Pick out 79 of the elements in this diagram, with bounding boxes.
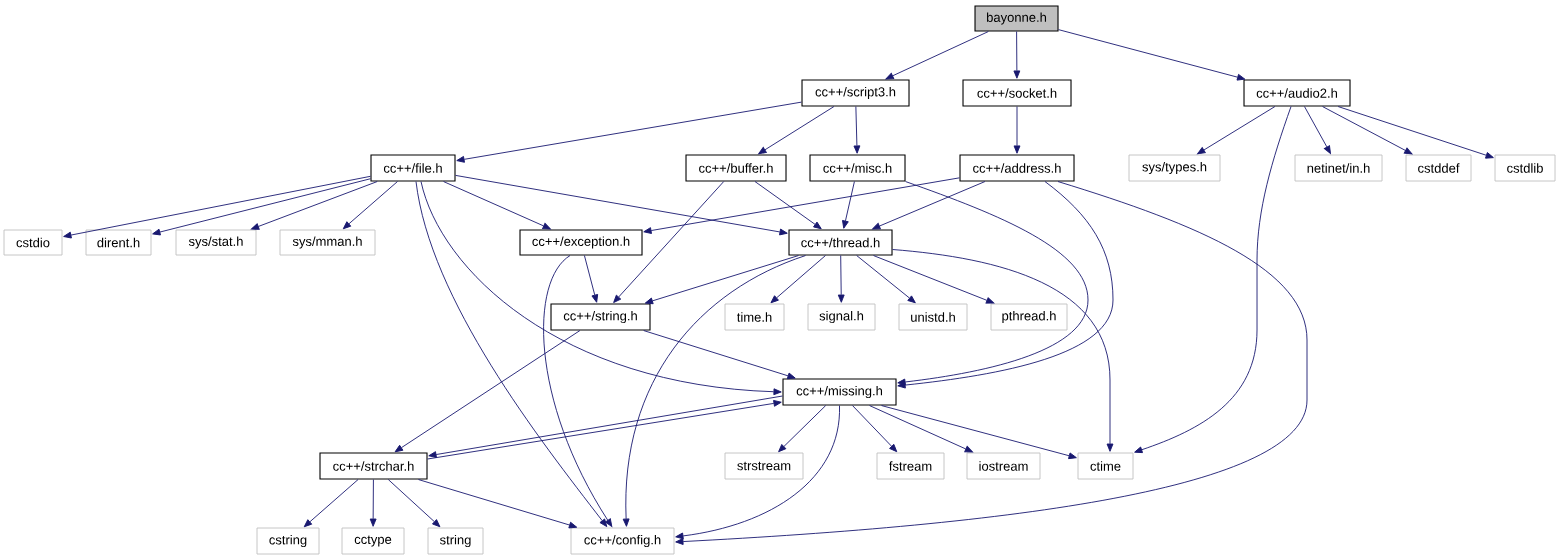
arrow [853,106,861,154]
arrow [856,255,916,304]
arrow [644,255,799,305]
arrow [394,330,581,453]
arrow [892,249,1114,452]
arrow [770,255,826,304]
external-file-box: time.h [724,303,785,331]
arrow [342,181,398,230]
arrow [885,31,989,80]
external-file-box: fstream [876,452,945,480]
arrow [543,255,613,527]
arrow [837,255,845,303]
external-file-box: cstdlib [1494,154,1556,182]
external-file-box: cctype [341,527,405,555]
arrow [842,181,855,229]
arrow [443,181,551,230]
root-file-box: bayonne.h [974,5,1059,32]
arrow [869,405,974,453]
external-file-box: pthread.h [990,303,1068,331]
external-file-box: netinet/in.h [1294,154,1383,182]
arrow [455,174,788,236]
arrow [387,479,441,528]
arrow [675,405,840,540]
file-box: cc++/audio2.h [1243,79,1351,107]
external-file-box: cstring [256,527,320,555]
file-box: cc++/exception.h [519,229,643,256]
file-box: cc++/file.h [370,154,456,182]
arrow [758,106,835,155]
arrow [1337,106,1494,159]
file-box: cc++/thread.h [788,229,893,256]
file-box: cc++/address.h [959,154,1075,182]
arrow [369,479,377,527]
arrow [1058,29,1246,81]
file-box: cc++/buffer.h [685,154,787,182]
arrow [583,255,599,303]
file-box: cc++/strchar.h [319,452,428,480]
arrow [1013,31,1021,79]
arrow [1134,106,1292,454]
arrow [1013,106,1021,154]
arrow [418,479,578,529]
file-box: cc++/missing.h [782,378,897,406]
external-file-box: iostream [966,452,1041,480]
external-file-box: sys/types.h [1128,154,1221,182]
arrow [152,178,371,236]
arrow [754,181,822,230]
external-file-box: cstdio [3,229,63,256]
arrow [250,181,378,230]
arrow [303,479,359,528]
file-box: cc++/string.h [550,303,651,331]
arrow [1322,106,1413,155]
arrow [675,181,1308,545]
arrow [1197,106,1276,155]
external-file-box: ctime [1077,452,1134,480]
arrow [643,330,796,380]
arrow [643,177,960,234]
external-file-box: unistd.h [898,303,968,331]
arrow [613,181,725,303]
external-file-box: cstddef [1405,154,1472,182]
arrow [1304,106,1331,154]
external-file-box: cc++/config.h [570,527,675,555]
arrow [872,181,986,230]
external-file-box: signal.h [807,303,876,331]
arrow [415,181,608,528]
arrow [456,101,802,163]
arrow [420,181,782,396]
external-file-box: sys/stat.h [175,229,257,256]
arrow [881,405,1077,460]
arrow [873,255,995,304]
arrow [622,255,806,527]
arrow [63,175,371,239]
file-box: cc++/script3.h [801,79,910,107]
arrow [852,405,898,453]
external-file-box: dirent.h [85,229,152,256]
file-box: cc++/misc.h [809,154,906,182]
arrow [778,405,827,453]
external-file-box: strstream [724,452,804,480]
external-file-box: sys/mman.h [279,229,376,256]
file-box: cc++/socket.h [962,79,1072,107]
external-file-box: string [427,527,484,555]
